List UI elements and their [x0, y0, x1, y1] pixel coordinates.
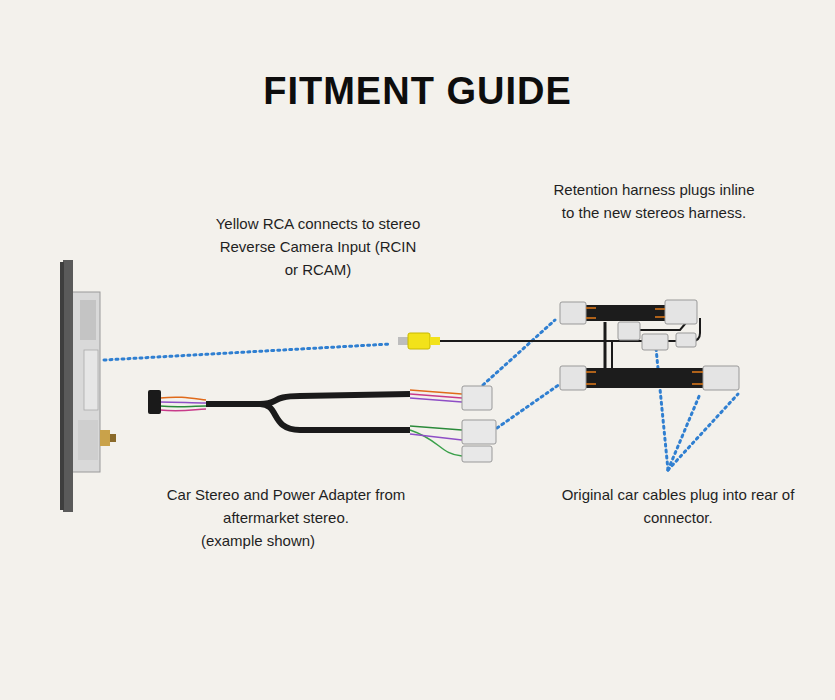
callout-note: Original car cables plug into rear of co…: [560, 483, 796, 529]
power-adapter-cable: [148, 386, 496, 462]
rca-plug: [398, 318, 700, 349]
leader-lines: [104, 320, 738, 470]
callout-note: Car Stereo and Power Adapter from afterm…: [158, 483, 414, 529]
stereo-unit: [60, 260, 116, 512]
retention-harness: [560, 300, 739, 390]
page-title: FITMENT GUIDE: [0, 70, 835, 113]
callout-note: Retention harness plugs inline to the ne…: [548, 178, 760, 224]
callout-note: Yellow RCA connects to stereo Reverse Ca…: [216, 212, 421, 281]
callout-note: (example shown): [178, 529, 338, 552]
